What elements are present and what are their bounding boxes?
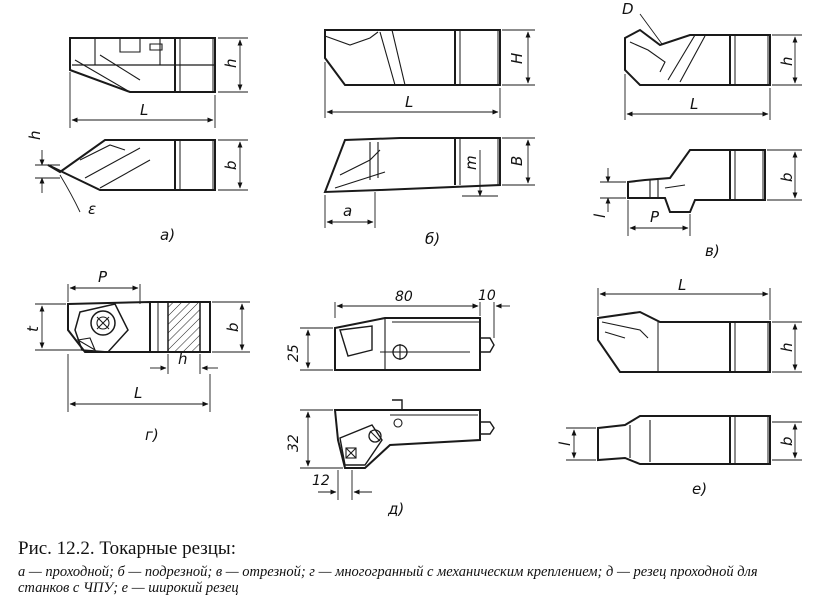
label-a-L: L bbox=[140, 101, 148, 119]
dim-d-25: 25 bbox=[286, 327, 333, 371]
label-b-L: L bbox=[405, 93, 413, 111]
dim-g-P: P bbox=[67, 268, 141, 304]
view-b: H L m B bbox=[323, 29, 535, 248]
label-b-m: m bbox=[462, 155, 480, 170]
view-e-top bbox=[597, 310, 771, 373]
label-b-sub: б) bbox=[425, 230, 440, 248]
view-v-bottom bbox=[627, 149, 766, 213]
view-d-top bbox=[334, 317, 495, 371]
view-g-insert bbox=[67, 300, 151, 353]
label-d-10: 10 bbox=[478, 288, 496, 304]
view-v-top bbox=[624, 13, 771, 86]
view-a-top bbox=[69, 37, 216, 93]
view-g-shank bbox=[150, 301, 211, 353]
dim-v-b: b bbox=[767, 149, 802, 201]
label-v-L: L bbox=[690, 95, 698, 113]
label-g-P: P bbox=[98, 268, 108, 286]
label-e-b: b bbox=[778, 436, 796, 446]
caption-title: Рис. 12.2. Токарные резцы: bbox=[18, 538, 236, 559]
dim-e-l: l bbox=[556, 427, 596, 461]
label-b-H: H bbox=[508, 53, 526, 64]
label-d-80: 80 bbox=[395, 289, 413, 305]
figure-caption: Рис. 12.2. Токарные резцы: а — проходной… bbox=[18, 538, 808, 596]
dim-d-12: 12 bbox=[312, 470, 372, 500]
dim-a-h-bottom: h bbox=[26, 130, 60, 193]
dim-a-b: b bbox=[218, 139, 248, 191]
label-v-h: h bbox=[778, 56, 796, 66]
dim-a-h-top: h bbox=[218, 37, 248, 93]
label-v-P: P bbox=[650, 208, 660, 226]
view-a-bottom bbox=[47, 139, 216, 191]
caption-text: а — проходной; б — подрезной; в — отрезн… bbox=[18, 564, 758, 596]
view-v: D h L l bbox=[591, 0, 802, 260]
dim-g-t: t bbox=[24, 303, 82, 351]
label-g-t: t bbox=[24, 325, 42, 332]
dim-e-L: L bbox=[597, 276, 771, 320]
label-d-32: 32 bbox=[286, 434, 302, 452]
dim-g-L: L bbox=[67, 354, 211, 412]
label-a-h-top: h bbox=[222, 58, 240, 68]
dim-d-32: 32 bbox=[286, 409, 343, 469]
label-a-sub: а) bbox=[160, 226, 175, 244]
angle-a-epsilon: ε bbox=[59, 174, 96, 218]
label-a-epsilon: ε bbox=[88, 200, 96, 218]
dim-g-h: h bbox=[150, 350, 218, 374]
view-d: 80 10 25 bbox=[286, 288, 510, 518]
dim-e-b: b bbox=[772, 421, 802, 461]
label-d-25: 25 bbox=[286, 344, 302, 362]
dim-e-h: h bbox=[772, 321, 802, 373]
dim-b-a: a bbox=[324, 192, 376, 228]
label-v-D: D bbox=[622, 0, 634, 18]
view-g: P t b h L г) bbox=[24, 268, 250, 444]
view-e: L h l b е) bbox=[556, 276, 802, 498]
label-v-b: b bbox=[778, 172, 796, 182]
dim-d-80: 80 bbox=[334, 289, 481, 318]
view-d-bottom bbox=[333, 399, 495, 469]
label-a-b: b bbox=[222, 160, 240, 170]
label-e-L: L bbox=[678, 276, 686, 294]
label-a-h-bottom: h bbox=[26, 130, 44, 140]
dim-g-b: b bbox=[212, 301, 250, 353]
label-v-l: l bbox=[591, 213, 609, 218]
label-g-h: h bbox=[178, 350, 188, 368]
label-g-L: L bbox=[134, 384, 142, 402]
view-a: h L h b bbox=[26, 37, 248, 244]
dim-d-10: 10 bbox=[464, 288, 510, 338]
label-e-sub: е) bbox=[692, 480, 707, 498]
view-b-bottom bbox=[323, 137, 501, 194]
label-e-h: h bbox=[778, 342, 796, 352]
label-b-B: B bbox=[508, 156, 526, 166]
label-e-l: l bbox=[556, 441, 574, 446]
dim-v-P: P bbox=[627, 200, 691, 236]
label-d-12: 12 bbox=[312, 473, 330, 489]
dim-b-m: m bbox=[462, 150, 498, 197]
dim-b-B: B bbox=[502, 137, 535, 186]
dim-b-H: H bbox=[502, 29, 535, 86]
dim-a-L: L bbox=[69, 72, 216, 128]
label-g-b: b bbox=[224, 322, 242, 332]
label-g-sub: г) bbox=[145, 426, 159, 444]
dim-v-l: l bbox=[591, 168, 626, 218]
label-b-a: a bbox=[343, 202, 352, 220]
view-b-top bbox=[324, 29, 501, 86]
dim-b-L: L bbox=[324, 62, 501, 118]
view-e-bottom bbox=[597, 415, 771, 465]
label-d-sub: д) bbox=[387, 500, 404, 518]
dim-v-L: L bbox=[624, 74, 771, 120]
label-v-sub: в) bbox=[705, 242, 720, 260]
dim-v-h: h bbox=[772, 34, 802, 86]
